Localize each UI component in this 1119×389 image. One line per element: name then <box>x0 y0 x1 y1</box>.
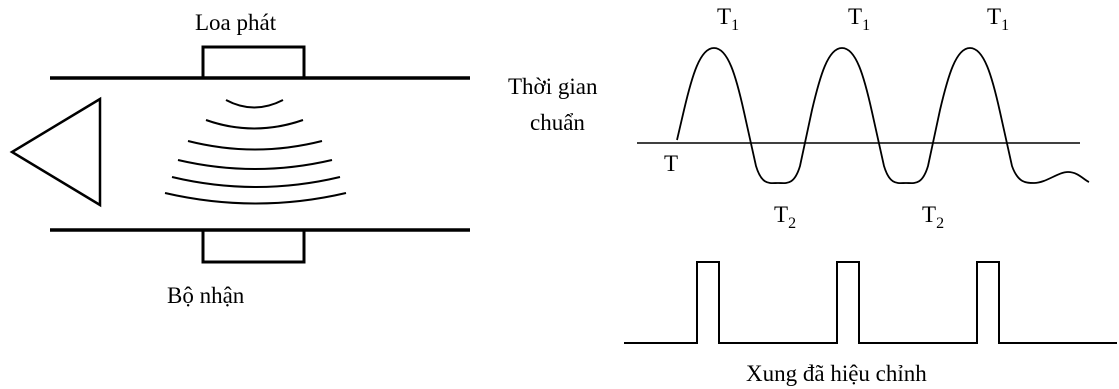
sound-wave-arc <box>205 119 304 130</box>
reference-time-label-line1: Thời gian <box>508 74 598 99</box>
pulse-train: Xung đã hiệu chỉnh <box>624 261 1117 386</box>
trough-label: T2 <box>922 202 944 232</box>
peak-label-letter: T <box>717 4 731 29</box>
signal-waveform: Thời gian chuẩn T T1 T1 T1 T2 T2 <box>508 4 1090 232</box>
peak-label-subscript: 1 <box>731 17 739 34</box>
sound-wave-arc <box>187 140 323 151</box>
corrected-pulse-signal <box>624 261 1117 344</box>
peak-label-subscript: 1 <box>1001 17 1009 34</box>
flow-direction-arrow <box>9 96 102 208</box>
sound-wave-arc <box>225 99 284 109</box>
sound-wave-arc <box>164 192 347 205</box>
trough-label-subscript: 2 <box>936 215 944 232</box>
sound-wave-arc <box>177 159 333 170</box>
trough-label-subscript: 2 <box>788 215 796 232</box>
transmitter-box <box>201 45 306 78</box>
pipe-assembly: Loa phát Bộ nhận <box>9 10 470 308</box>
receiver-box <box>201 230 306 264</box>
peak-label-letter: T <box>987 4 1001 29</box>
trough-label: T2 <box>774 202 796 232</box>
peak-label-letter: T <box>848 4 862 29</box>
reference-time-label-line2: chuẩn <box>530 110 585 135</box>
transmitter-label: Loa phát <box>195 10 277 35</box>
sound-wave-arc <box>171 176 341 188</box>
pulse-caption: Xung đã hiệu chỉnh <box>746 361 927 386</box>
receiver-label: Bộ nhận <box>167 283 245 308</box>
trough-label-letter: T <box>922 202 936 227</box>
peak-label: T1 <box>717 4 739 34</box>
peak-label: T1 <box>848 4 870 34</box>
sound-waves <box>164 99 347 205</box>
peak-label: T1 <box>987 4 1009 34</box>
peak-label-subscript: 1 <box>862 17 870 34</box>
t-marker-label: T <box>664 151 678 176</box>
sine-wave <box>676 47 1090 185</box>
trough-label-letter: T <box>774 202 788 227</box>
